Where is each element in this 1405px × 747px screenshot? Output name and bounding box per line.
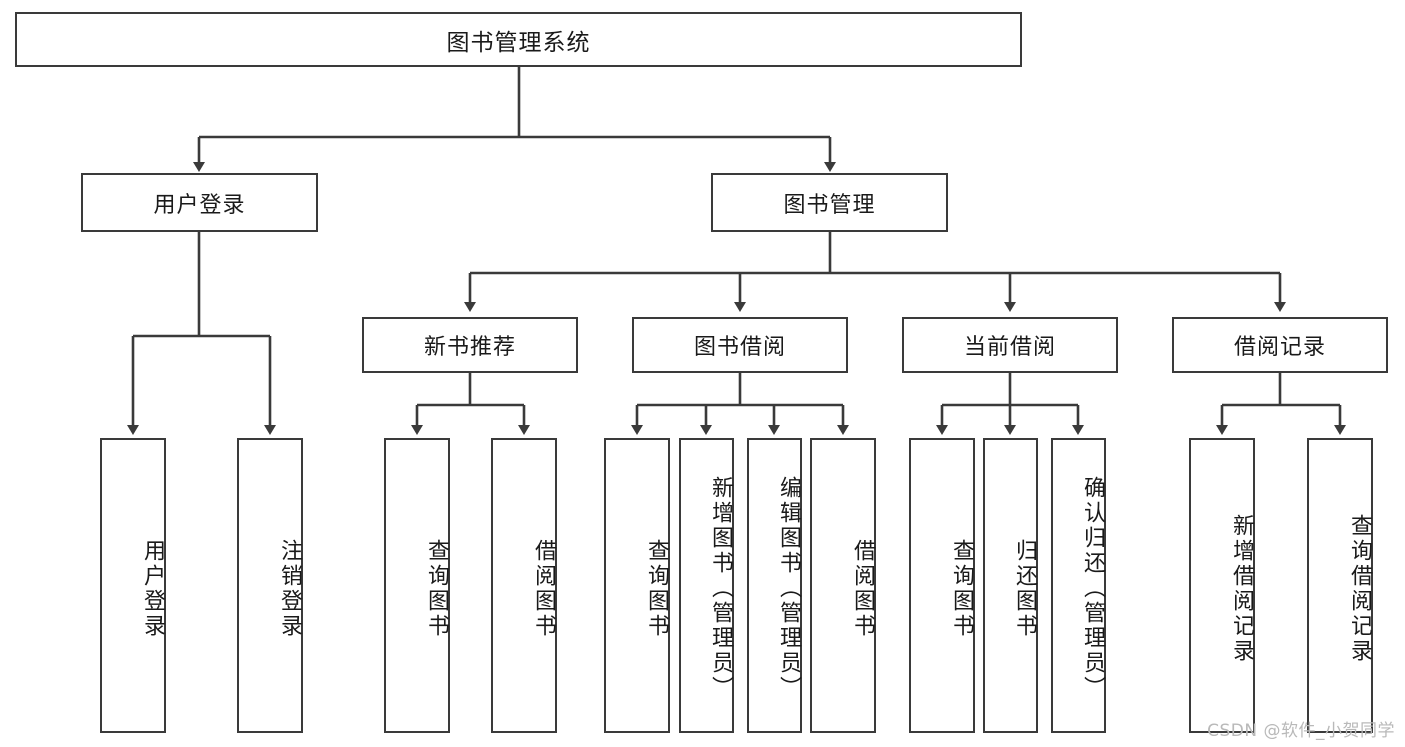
node-label: 新增借阅记录 [1229,513,1254,664]
node-leaf-edit-book-admin[interactable]: 编辑图书（管理员） [747,438,802,733]
node-label: 图书管理系统 [446,29,591,56]
node-label: 当前借阅 [963,335,1056,360]
node-label: 确认归还（管理员） [1080,476,1105,701]
node-label: 用户登录 [140,538,165,639]
node-label: 查询借阅记录 [1347,513,1372,664]
node-label: 新增图书（管理员） [708,476,733,701]
node-leaf-add-borrow-record[interactable]: 新增借阅记录 [1189,438,1255,733]
node-label: 查询图书 [644,538,669,639]
node-label: 图书借阅 [693,335,786,360]
node-label: 查询图书 [424,538,449,639]
node-label: 用户登录 [153,192,246,218]
node-leaf-add-book-admin[interactable]: 新增图书（管理员） [679,438,734,733]
node-label: 借阅图书 [531,538,556,639]
node-book-borrow[interactable]: 图书借阅 [632,317,848,373]
node-leaf-logout[interactable]: 注销登录 [237,438,303,733]
node-label: 编辑图书（管理员） [776,476,801,701]
node-label: 查询图书 [949,538,974,639]
node-leaf-query-book-borrow[interactable]: 查询图书 [604,438,670,733]
node-leaf-borrow-book-recommend[interactable]: 借阅图书 [491,438,557,733]
node-root-book-management-system[interactable]: 图书管理系统 [15,12,1022,67]
node-leaf-return-book[interactable]: 归还图书 [983,438,1038,733]
node-label: 图书管理 [783,192,876,218]
node-new-book-recommend[interactable]: 新书推荐 [362,317,578,373]
node-leaf-confirm-return-admin[interactable]: 确认归还（管理员） [1051,438,1106,733]
node-leaf-query-book-recommend[interactable]: 查询图书 [384,438,450,733]
node-borrow-record[interactable]: 借阅记录 [1172,317,1388,373]
watermark-text: CSDN @软件_小贺同学 [1207,721,1395,741]
node-label: 归还图书 [1012,538,1037,639]
node-book-management[interactable]: 图书管理 [711,173,948,232]
node-label: 注销登录 [277,538,302,639]
node-label: 借阅图书 [850,538,875,639]
node-leaf-user-login[interactable]: 用户登录 [100,438,166,733]
node-leaf-borrow-book[interactable]: 借阅图书 [810,438,876,733]
node-label: 新书推荐 [423,335,516,360]
node-label: 借阅记录 [1233,335,1326,360]
node-user-login[interactable]: 用户登录 [81,173,318,232]
node-leaf-query-book-current[interactable]: 查询图书 [909,438,975,733]
node-current-borrow[interactable]: 当前借阅 [902,317,1118,373]
node-leaf-query-borrow-record[interactable]: 查询借阅记录 [1307,438,1373,733]
